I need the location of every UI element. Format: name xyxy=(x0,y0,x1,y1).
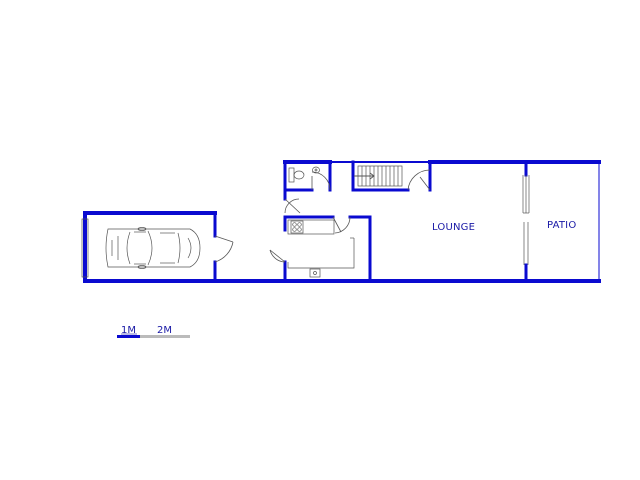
stair-door xyxy=(407,169,431,191)
scale-segment-1m xyxy=(117,335,140,338)
sliding-door xyxy=(522,175,530,265)
sink-icon xyxy=(309,268,321,278)
car-icon xyxy=(105,227,201,269)
staircase xyxy=(354,165,403,187)
room-label-patio: PATIO xyxy=(547,220,576,231)
toilet-cistern xyxy=(288,167,295,183)
toilet-bowl-icon xyxy=(293,170,305,180)
garage-door-panel xyxy=(81,218,89,278)
scale-segment-2m xyxy=(140,335,190,338)
wc-fixtures xyxy=(288,166,320,183)
scale-label-2m: 2M xyxy=(157,325,172,336)
scale-bar: 1M 2M xyxy=(117,325,190,338)
kitchen-counter xyxy=(287,219,335,235)
walls xyxy=(83,160,601,283)
scale-label-1m: 1M xyxy=(121,325,136,336)
hall-door xyxy=(284,198,301,214)
kitchen-fixtures xyxy=(287,219,355,278)
stove-icon xyxy=(290,220,304,234)
basin-icon xyxy=(312,166,320,174)
wc-door xyxy=(311,171,331,191)
kitchen-counter-l xyxy=(287,238,355,269)
garage-door xyxy=(214,235,234,263)
room-label-lounge: LOUNGE xyxy=(432,222,475,233)
kitchen-entry-door xyxy=(269,249,286,263)
kitchen-door xyxy=(332,216,351,234)
doors xyxy=(214,169,431,263)
